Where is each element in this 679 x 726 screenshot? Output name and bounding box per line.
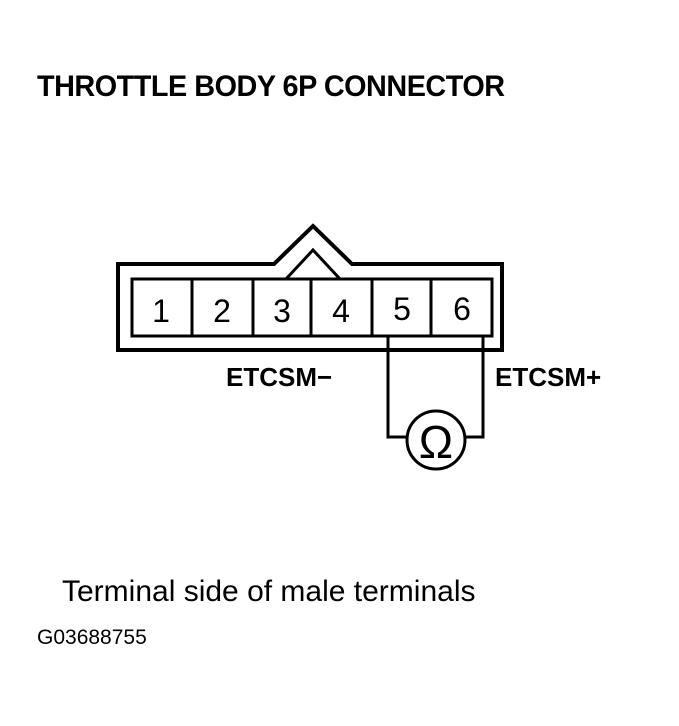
label-etcsm-minus: ETCSM− <box>226 362 333 392</box>
diagram-title: THROTTLE BODY 6P CONNECTOR <box>37 70 505 103</box>
probe-wire-pin6 <box>465 336 485 439</box>
pin-4: 4 <box>332 293 350 329</box>
label-etcsm-plus: ETCSM+ <box>495 362 602 392</box>
pin-5: 5 <box>393 291 411 327</box>
figure-id: G03688755 <box>37 626 147 649</box>
pin-1: 1 <box>152 293 170 329</box>
pin-2: 2 <box>213 293 231 329</box>
pin-3: 3 <box>273 293 291 329</box>
probe-wire-pin5 <box>386 336 408 439</box>
connector-housing <box>116 223 504 352</box>
pin-6: 6 <box>453 291 471 327</box>
ohmmeter-icon <box>405 409 467 471</box>
ohm-symbol: Ω <box>419 416 453 468</box>
caption: Terminal side of male terminals <box>62 575 476 608</box>
lock-tab <box>284 247 342 281</box>
